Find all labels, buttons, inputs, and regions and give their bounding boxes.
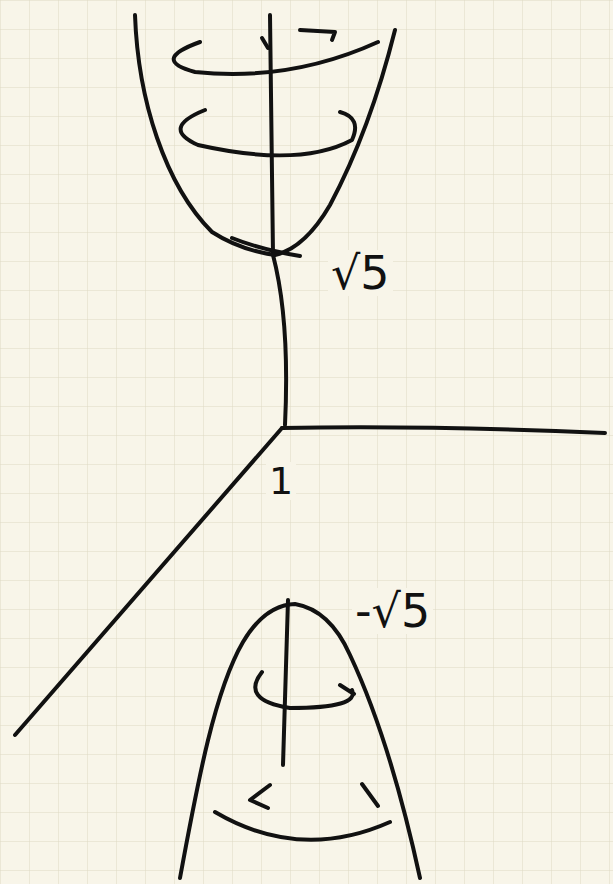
upper-sheet	[135, 15, 395, 255]
x-axis	[15, 428, 282, 735]
y-axis	[282, 427, 605, 433]
vertex-label: -√5	[352, 588, 433, 634]
upper-ring	[174, 42, 378, 74]
vertex-label: √5	[328, 250, 393, 296]
axis-tick-label: 1	[266, 462, 296, 500]
lower-ring	[255, 672, 354, 708]
z-axis	[270, 15, 286, 425]
vertex-mark	[232, 238, 300, 256]
ring-mark	[250, 784, 378, 808]
lower-ring	[215, 812, 390, 840]
upper-ring	[181, 110, 356, 155]
z-axis-lower	[283, 600, 288, 765]
ring-mark	[262, 30, 335, 48]
lower-sheet	[180, 604, 420, 878]
